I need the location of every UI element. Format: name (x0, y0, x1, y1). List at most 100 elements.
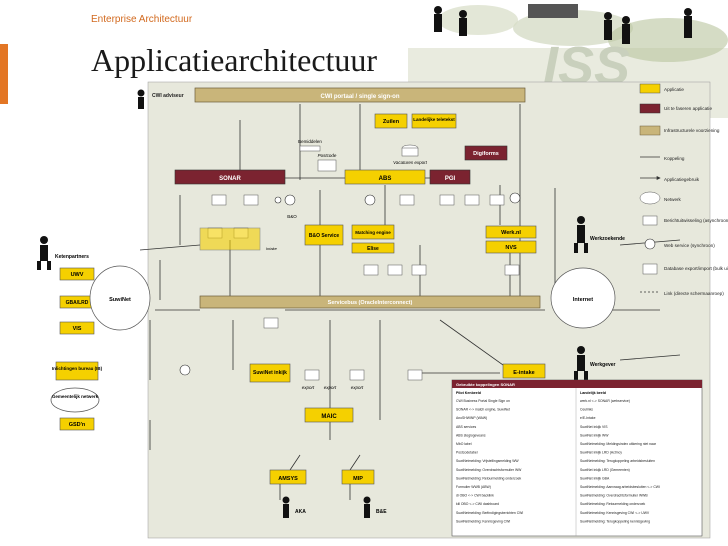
postcode-envelope (317, 159, 337, 172)
werkzoekende-label: Werkzoekende (590, 236, 625, 242)
sonar-label: SONAR (219, 176, 241, 182)
table-col2-header: Landelijk beeld (580, 391, 606, 395)
table-right-row: SuwiNet inkijk GBA (580, 476, 610, 480)
table-right-row: SuwiNetmelding: Terugkoppeling arbeidsbe… (580, 459, 655, 463)
bo-label: B&O (287, 214, 297, 219)
postcode-label: Postcode (318, 153, 337, 158)
table-left-row: AnoSHWINP (WAW) (456, 416, 487, 420)
table-left-row: SuwiNetmelding: Retourmelding onderzoek (456, 476, 522, 480)
vis-box (59, 321, 95, 335)
table-left-row: CWI Business Portal Single Sign on (456, 399, 510, 403)
werkgever-actor (574, 346, 588, 380)
gemeentelijk-netwerk-cloud (50, 387, 100, 413)
export-label-3: export (351, 385, 364, 390)
elise-label: Elise (367, 246, 379, 252)
werk-nl-box (485, 225, 537, 239)
teletekst-label: Landelijke teletekst (413, 117, 455, 122)
ketenpartners-actor (37, 236, 51, 270)
nvs-box (485, 240, 537, 254)
cwi-portaal-bar (194, 87, 526, 103)
vacatures-export-label: Vacatures export (393, 160, 428, 165)
digiforms-label: Digiforms (473, 151, 499, 157)
web-service-circles (179, 192, 521, 376)
nvs-label: NVS (505, 245, 517, 251)
zuilen-box (374, 113, 408, 129)
legend-swatch-uitfasering (639, 103, 661, 114)
uwv-label: UWV (71, 272, 84, 278)
sonar-box (174, 169, 286, 185)
legend-label-gebruik: Applicatiegebruik (664, 177, 700, 182)
table-right-row: SuwiNetmelding: Overdrachtsformulier WWB (580, 494, 648, 498)
ib-label: Inlichtingen bureau (IB) (52, 366, 103, 371)
breadcrumb: Enterprise Architectuur (91, 14, 193, 25)
teletekst-box (411, 113, 457, 129)
abs-label: ABS (379, 176, 392, 182)
maic-box (304, 407, 354, 423)
bemiddelen-box (299, 145, 321, 152)
cwi-adviseur-label: CWI adviseur (152, 93, 184, 99)
table-left-row: SuwiNetmelding: Overdrachtsformulier WW (456, 468, 522, 472)
legend-swatch-webservice (644, 238, 656, 250)
mip-box (341, 469, 375, 485)
table-left-row: SuwiNetmelding: Vrijstellingsmelding WW (456, 459, 519, 463)
matching-engine-box (351, 224, 395, 240)
table-left-row: MbO label (456, 442, 472, 446)
suwinet-inkijk-label: SuwiNet inkijk (253, 370, 287, 376)
table-right-row: SuwiNet inkijk WW (580, 433, 609, 437)
gsd-box (59, 417, 95, 431)
table-right-row: SuwiNetmelding: Terugkoppeling kennisgev… (580, 519, 650, 523)
suwinet-inkijk-box (249, 363, 291, 383)
table-left-row: ABS stegiogeveans (456, 433, 486, 437)
table-header: Gebruikte koppelingen SONAR (456, 382, 515, 387)
bemiddelen-label: Bemiddelen (298, 139, 322, 144)
servicebus-label: Servicebus (OracleInterconnect) (328, 300, 413, 306)
aka-label: AKA (295, 509, 306, 515)
export-label-1: export (302, 385, 315, 390)
table-left-row: SuwiNetmelding: Kennisgeving CWI (456, 519, 510, 523)
legend-swatch-netwerk (639, 191, 661, 205)
werkzoekende-actor (574, 216, 588, 253)
digiforms-box (464, 145, 508, 161)
legend-label-database: Database export/import (bulk uitwisselin… (664, 266, 728, 271)
cwi-portaal-label: CWI portaal / single sign-on (320, 94, 399, 100)
export-label-2: export (324, 385, 337, 390)
maic-label: MAIC (321, 414, 337, 420)
ib-box (55, 361, 99, 381)
servicebus-bar (199, 295, 541, 309)
amsys-box (269, 469, 307, 485)
suwinet-cloud (89, 265, 151, 331)
table-left-row: kill OBO <-> CWI dashboard (456, 502, 499, 506)
legend-label-applicatie: Applicatie (664, 87, 684, 92)
ketenpartners-label: Ketenpartners (55, 254, 89, 260)
gsd-label: GSD'n (69, 422, 86, 428)
table-left-row: SuwiNetmelding: Beëindigingsberichten CW… (456, 511, 523, 515)
table-right-row: Ceulinks (580, 408, 593, 412)
table-left-row: Postcodetabel (456, 451, 478, 455)
table-col1-header: Pilot Kenbeeld (456, 391, 481, 395)
pgi-box (429, 169, 471, 185)
koppelingen-table: Gebruikte koppelingen SONAR Pilot Kenbee… (451, 379, 703, 537)
page-title: Applicatiearchitectuur (91, 42, 378, 78)
table-right-row: e/E-Intake (580, 416, 596, 420)
bne-label: B&E (376, 509, 387, 515)
suwinet-label: SuwiNet (109, 297, 131, 303)
internet-label: Internet (573, 297, 593, 303)
werk-nl-label: Werk.nl (501, 230, 521, 236)
e-intake-box (502, 363, 546, 379)
legend-swatch-applicatie (639, 83, 661, 94)
table-right-row: SuwiNet inkijk LRD (Actmo) (580, 451, 622, 455)
e-intake-label: E-intake (513, 370, 534, 376)
uwv-box (59, 267, 95, 281)
mip-label: MIP (353, 476, 363, 482)
table-right-row: SuwiNet inkijk LRD (Gemeenten) (580, 468, 630, 472)
elise-box (351, 242, 395, 254)
vis-label: VIS (73, 326, 82, 332)
abs-box (344, 169, 426, 185)
table-left-row: Formulier WWB (ABW) (456, 485, 491, 489)
legend-label-webservice: Web service (synchroon) (664, 243, 715, 248)
table-right-row: SuwiNetmelding: Meldingsindex uitkering … (580, 442, 657, 446)
matching-engine-label: Matching engine (355, 230, 391, 235)
